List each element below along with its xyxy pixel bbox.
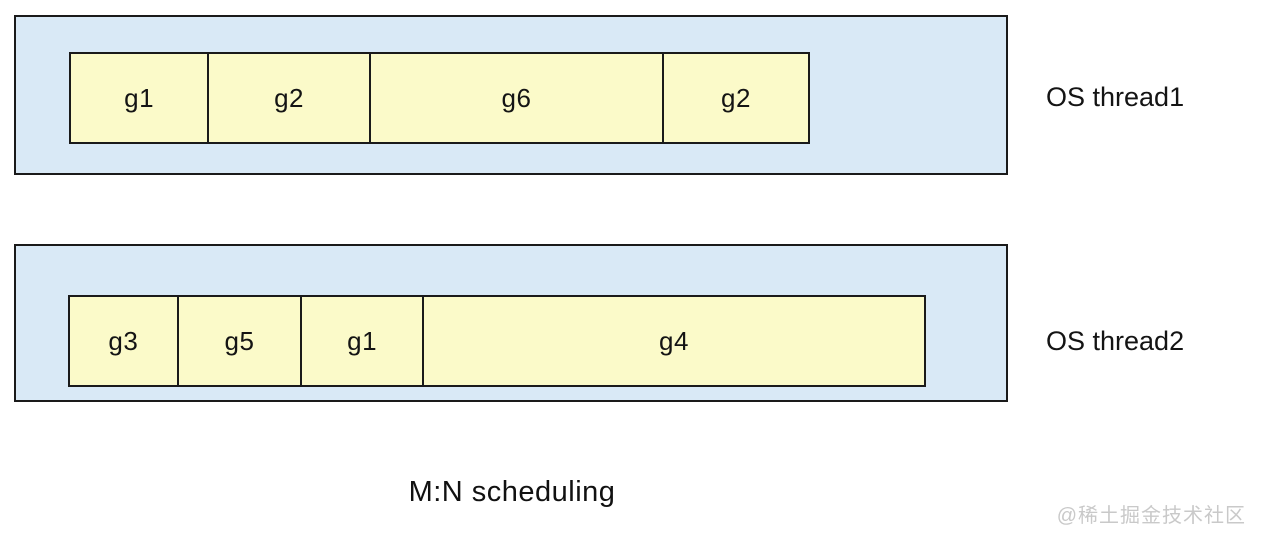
- os-thread2-label: OS thread2: [1046, 326, 1185, 356]
- os-thread1-box: g1 g2 g6 g2: [14, 15, 1008, 175]
- goroutine-block: g6: [371, 54, 664, 142]
- goroutine-block: g4: [658, 325, 689, 356]
- goroutine-block: g1: [302, 297, 424, 385]
- os-thread2-box: g3 g5 g1 g4: [14, 244, 1008, 402]
- goroutine-block: g2: [209, 54, 371, 142]
- goroutine-block: g3: [70, 297, 179, 385]
- os-thread2-goroutine-row: g3 g5 g1 g4: [68, 295, 926, 387]
- os-thread1-label: OS thread1: [1046, 82, 1185, 112]
- goroutine-block: g1: [71, 54, 210, 142]
- goroutine-block: g5: [179, 297, 303, 385]
- watermark-text: @稀土掘金技术社区: [1056, 505, 1246, 527]
- os-thread1-goroutine-row: g1 g2 g6 g2: [69, 52, 810, 144]
- goroutine-block: g2: [721, 82, 751, 113]
- diagram-caption: M:N scheduling: [408, 476, 616, 508]
